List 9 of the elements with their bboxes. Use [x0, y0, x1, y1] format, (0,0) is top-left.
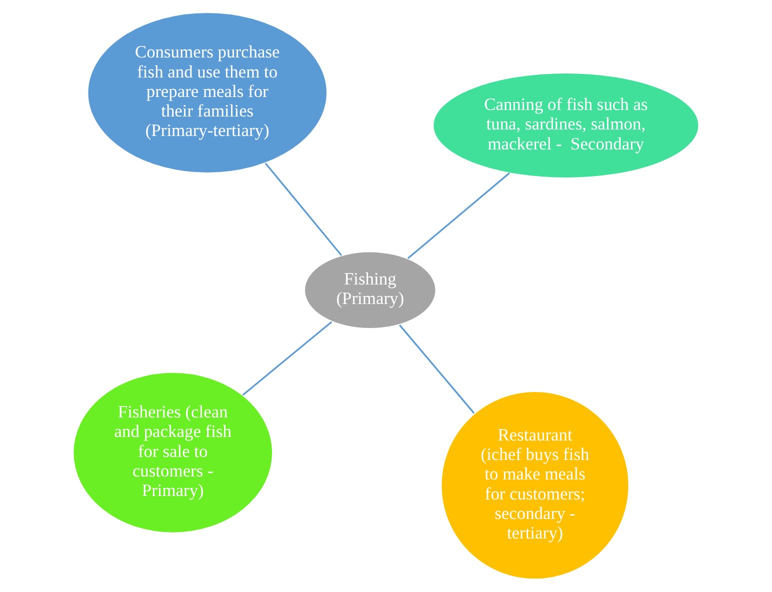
node-ellipse: Canning of fish such as tuna, sardines, salmon, mackerel - Secondary	[432, 72, 700, 179]
connector	[399, 324, 475, 414]
node-circle: Restaurant (ichef buys fish to make meals for customers; secondary - tertiary)	[440, 390, 630, 580]
connector	[407, 172, 510, 260]
connector	[264, 162, 342, 256]
connector	[242, 321, 332, 396]
node-ellipse: Fisheries (clean and package fish for sale to customers - Primary)	[72, 372, 274, 534]
node-ellipse: Consumers purchase fish and use them to prepare meals for their families (Primary-tertiary)	[87, 12, 328, 174]
node-ellipse: Fishing (Primary)	[304, 251, 436, 330]
